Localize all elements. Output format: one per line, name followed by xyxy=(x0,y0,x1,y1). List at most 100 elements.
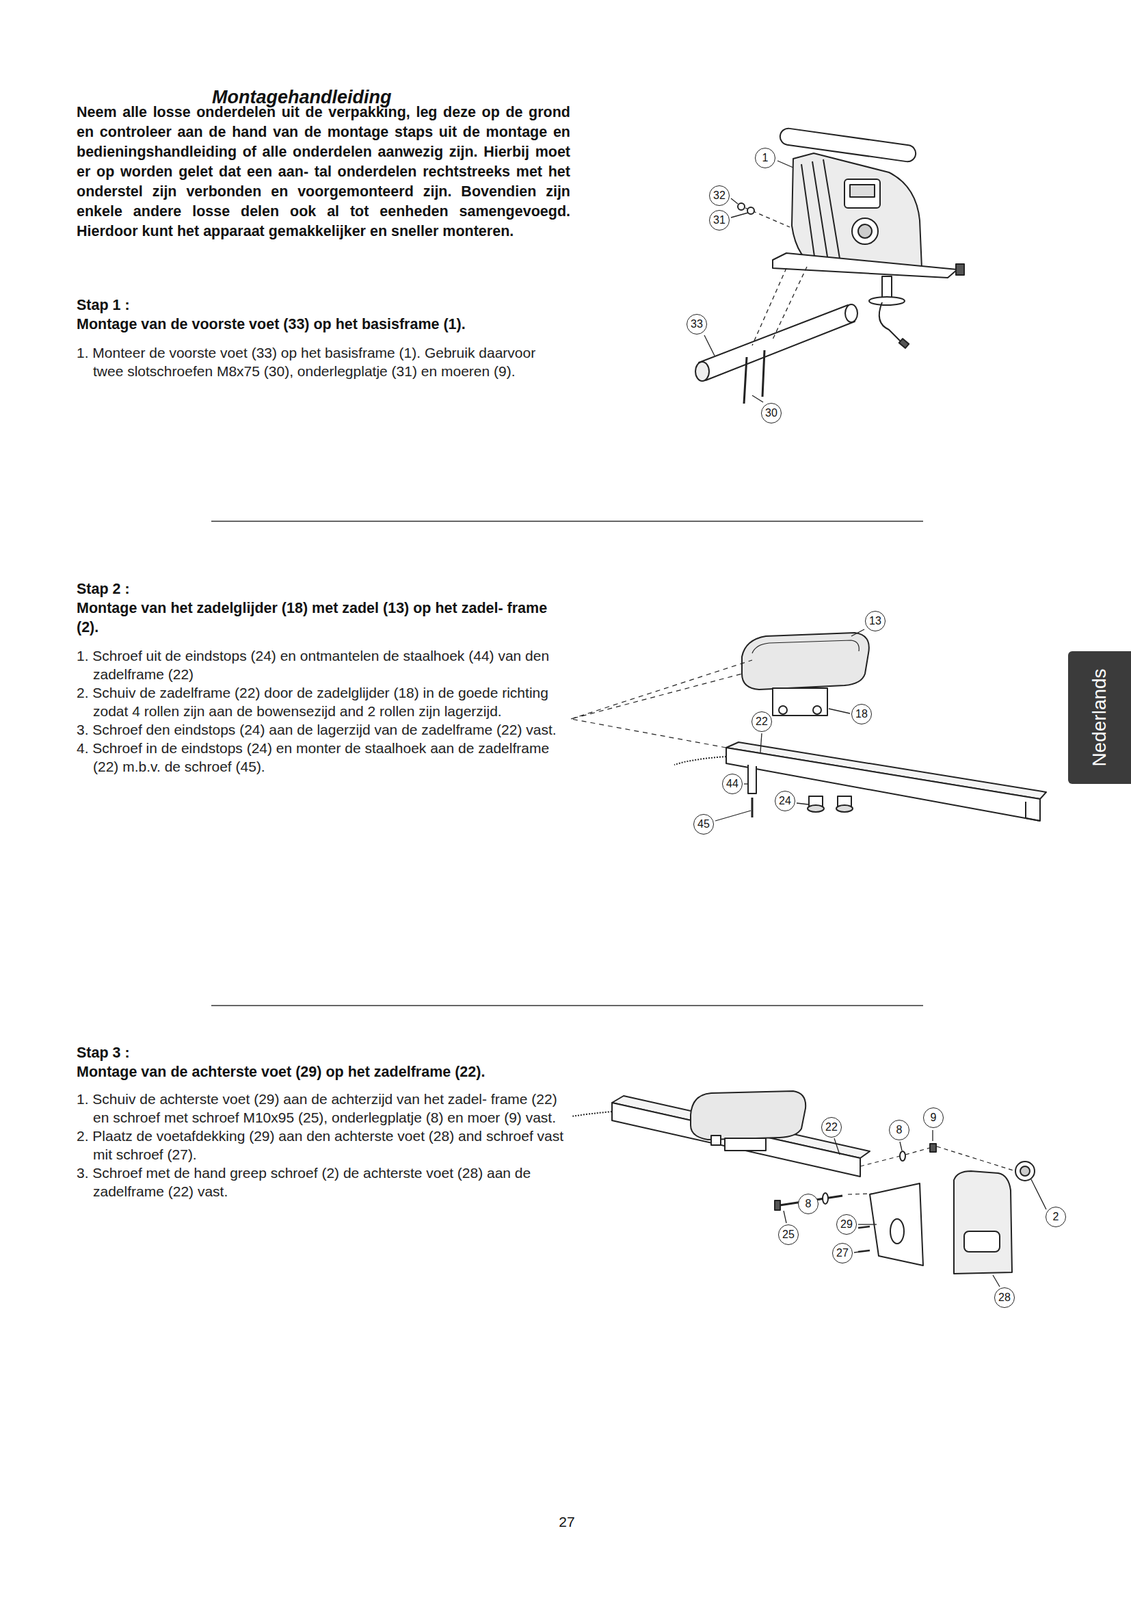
leader-line xyxy=(828,708,850,714)
callout-number: 2 xyxy=(1045,1206,1067,1227)
instruction-item: 2. Plaatz de voetafdekking (29) aan den … xyxy=(76,1126,569,1164)
rear-foot-drawing xyxy=(869,1182,924,1266)
callout-number: 1 xyxy=(754,147,776,169)
callout-number: 25 xyxy=(778,1223,799,1245)
step-label: Stap 2 : xyxy=(76,579,567,599)
callout-number: 27 xyxy=(832,1242,853,1263)
base-frame-drawing xyxy=(899,338,909,349)
leader-line xyxy=(899,1141,902,1151)
leader-line xyxy=(851,629,865,636)
base-frame-drawing xyxy=(801,159,842,267)
rear-foot-drawing xyxy=(929,1143,937,1152)
instruction-item: 1. Schroef uit de eindstops (24) en ontm… xyxy=(76,646,567,684)
callout-number: 8 xyxy=(888,1119,910,1140)
callout-number: 24 xyxy=(774,790,796,811)
callout-number: 33 xyxy=(686,313,708,335)
base-frame-drawing xyxy=(858,224,872,238)
rear-foot-drawing xyxy=(571,1111,612,1116)
base-frame-drawing xyxy=(698,304,855,381)
step-label: Stap 1 : xyxy=(76,295,569,315)
leader-line xyxy=(819,1198,824,1200)
callout-number: 44 xyxy=(722,773,743,794)
rear-foot-drawing xyxy=(1015,1161,1035,1181)
leader-line xyxy=(730,198,738,204)
seat-frame-drawing xyxy=(748,764,757,794)
rear-foot-drawing xyxy=(953,1170,1013,1274)
base-frame-drawing xyxy=(772,253,958,278)
leader-line xyxy=(752,395,764,403)
seat-frame-drawing xyxy=(813,705,822,714)
base-frame-drawing xyxy=(882,276,892,299)
base-frame-drawing xyxy=(849,184,875,197)
instruction-item: 2. Schuiv de zadelframe (22) door de zad… xyxy=(76,683,567,721)
rear-foot-drawing xyxy=(724,1137,766,1151)
instruction-item: 3. Schroef met de hand greep schroef (2)… xyxy=(76,1163,569,1201)
base-frame-drawing xyxy=(869,296,905,305)
leader-line xyxy=(834,1137,840,1155)
seat-frame-drawing xyxy=(751,797,754,818)
step-heading: Montage van het zadelglijder (18) met za… xyxy=(76,598,567,637)
leader-line xyxy=(704,160,794,403)
instruction-item: 1. Schuiv de achterste voet (29) aan de … xyxy=(76,1089,569,1127)
leader-line xyxy=(796,802,809,805)
seat-frame-drawing xyxy=(772,687,828,716)
leader-line xyxy=(854,1251,860,1253)
instruction-item: 3. Schroef den eindstops (24) aan de lag… xyxy=(76,720,567,739)
seat-frame-drawing xyxy=(570,632,1047,821)
callout-number: 28 xyxy=(994,1286,1015,1308)
seat-frame-drawing xyxy=(570,659,753,748)
callout-number: 30 xyxy=(761,402,782,424)
base-frame-drawing xyxy=(955,263,965,275)
leader-line xyxy=(777,160,794,168)
seat-frame-drawing xyxy=(726,747,1041,821)
step-heading: Montage van de achterste voet (29) op he… xyxy=(76,1061,569,1082)
seat-frame-drawing xyxy=(752,640,859,654)
base-frame-drawing xyxy=(791,153,922,270)
base-frame-drawing xyxy=(743,350,765,404)
text-column: Neem alle losse onderdelen uit de verpak… xyxy=(76,102,571,242)
seat-frame-drawing xyxy=(1025,801,1041,821)
tab-label: Nederlands xyxy=(1088,668,1111,766)
leader-line xyxy=(1031,1178,1047,1209)
rear-foot-drawing xyxy=(711,1135,721,1145)
rear-foot-drawing xyxy=(774,1200,781,1210)
step-label: Stap 3 : xyxy=(76,1042,569,1062)
seat-frame-drawing xyxy=(741,632,870,690)
base-frame-drawing xyxy=(695,127,965,404)
leader-line xyxy=(704,335,715,356)
base-frame-drawing xyxy=(747,207,755,215)
callout-number: 32 xyxy=(709,185,730,206)
leader-line xyxy=(715,629,865,821)
leader-line xyxy=(730,212,749,218)
rear-foot-drawing xyxy=(899,1150,906,1161)
rear-foot-drawing xyxy=(571,1090,1035,1274)
leader-line xyxy=(992,1274,1000,1287)
callout-number: 18 xyxy=(851,703,872,725)
base-frame-drawing xyxy=(845,304,858,323)
callout-number: 45 xyxy=(693,813,714,835)
callout-number: 29 xyxy=(836,1213,857,1235)
seat-frame-drawing xyxy=(674,756,727,765)
text-column: Stap 2 :Montage van het zadelglijder (18… xyxy=(76,579,567,776)
seat-frame-drawing xyxy=(836,804,853,812)
base-frame-drawing xyxy=(879,302,902,342)
callout-number: 8 xyxy=(797,1193,819,1214)
rear-foot-drawing xyxy=(1020,1165,1030,1176)
text-column: Stap 1 :Montage van de voorste voet (33)… xyxy=(76,295,569,381)
separator-line xyxy=(211,1004,924,1006)
rear-foot-drawing xyxy=(847,1146,1016,1194)
leader-line xyxy=(715,810,751,821)
base-frame-drawing xyxy=(695,361,710,381)
rear-foot-drawing xyxy=(858,1226,870,1252)
callout-number: 22 xyxy=(821,1116,842,1138)
instruction-item: 4. Schroef in de eindstops (24) en monte… xyxy=(76,738,567,776)
body-text: Neem alle losse onderdelen uit de verpak… xyxy=(76,102,571,242)
text-column: Stap 3 :Montage van de achterste voet (2… xyxy=(76,1042,569,1201)
callout-number: 13 xyxy=(865,610,886,632)
step-heading: Montage van de voorste voet (33) op het … xyxy=(76,314,569,334)
base-frame-drawing xyxy=(852,218,878,245)
base-frame-drawing xyxy=(844,179,881,208)
callout-number: 31 xyxy=(709,209,730,231)
page-number: 27 xyxy=(558,1512,575,1531)
